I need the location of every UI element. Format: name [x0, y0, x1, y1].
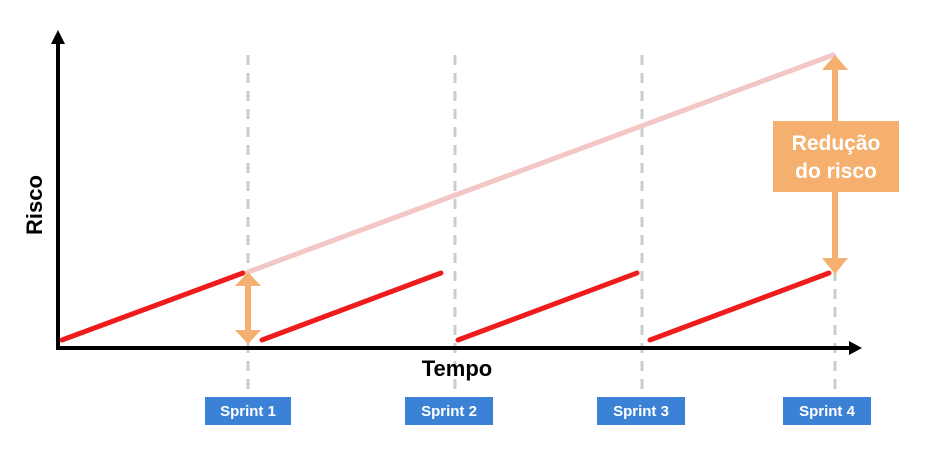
svg-text:Sprint 2: Sprint 2 — [421, 403, 477, 420]
sprint-1-risk-drop-arrow — [235, 272, 261, 344]
svg-text:Sprint 3: Sprint 3 — [613, 403, 669, 420]
sprint-label-1: Sprint 1 — [205, 397, 291, 425]
sprint-risk-line-4 — [647, 270, 832, 343]
x-axis — [56, 341, 862, 355]
x-axis-arrowhead — [849, 341, 862, 355]
y-axis — [51, 30, 65, 349]
sprint-risk-line-1 — [59, 270, 246, 343]
sprint-label-3: Sprint 3 — [597, 397, 685, 425]
sprint-risk-line-2 — [259, 270, 444, 343]
x-axis-label: Tempo — [422, 356, 492, 381]
sprint-labels: Sprint 1 Sprint 2 Sprint 3 Sprint 4 — [205, 397, 871, 425]
svg-text:Sprint 4: Sprint 4 — [799, 403, 855, 420]
callout-line-1: Redução — [792, 132, 881, 155]
sprint-label-2: Sprint 2 — [405, 397, 493, 425]
y-axis-label: Risco — [22, 175, 47, 235]
y-axis-arrowhead — [51, 30, 65, 44]
cumulative-risk-line — [245, 52, 836, 275]
sprint-risk-lines — [59, 270, 832, 343]
sprint-dividers — [246, 55, 837, 395]
callout-box — [773, 121, 899, 192]
sprint-label-4: Sprint 4 — [783, 397, 871, 425]
svg-text:Sprint 1: Sprint 1 — [220, 403, 276, 420]
risk-reduction-callout: Redução do risco — [773, 121, 899, 192]
callout-line-2: do risco — [795, 160, 877, 183]
sprint-risk-line-3 — [455, 270, 640, 343]
